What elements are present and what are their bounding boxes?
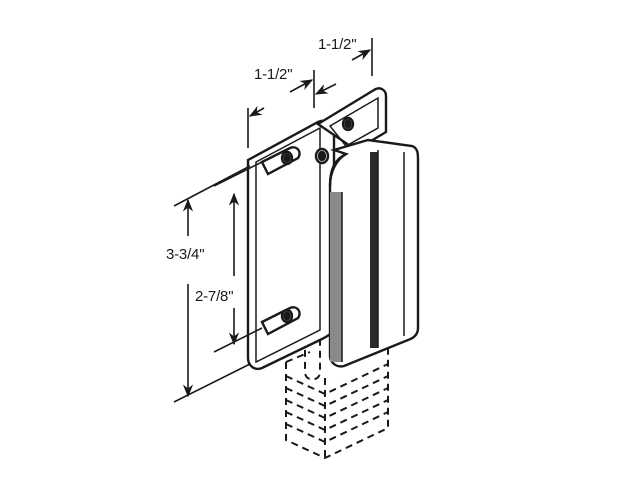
dim-top-right-width: 1-1/2" xyxy=(318,36,357,53)
dim-hole-spacing: 2-7/8" xyxy=(195,288,234,305)
handle-grip xyxy=(314,138,420,368)
handle-top-rail xyxy=(315,87,388,152)
dim-overall-height: 3-3/4" xyxy=(166,246,205,263)
dim-top-left-width: 1-1/2" xyxy=(254,66,293,83)
dashed-lock-block xyxy=(285,307,389,460)
dimension-lines xyxy=(173,38,373,403)
